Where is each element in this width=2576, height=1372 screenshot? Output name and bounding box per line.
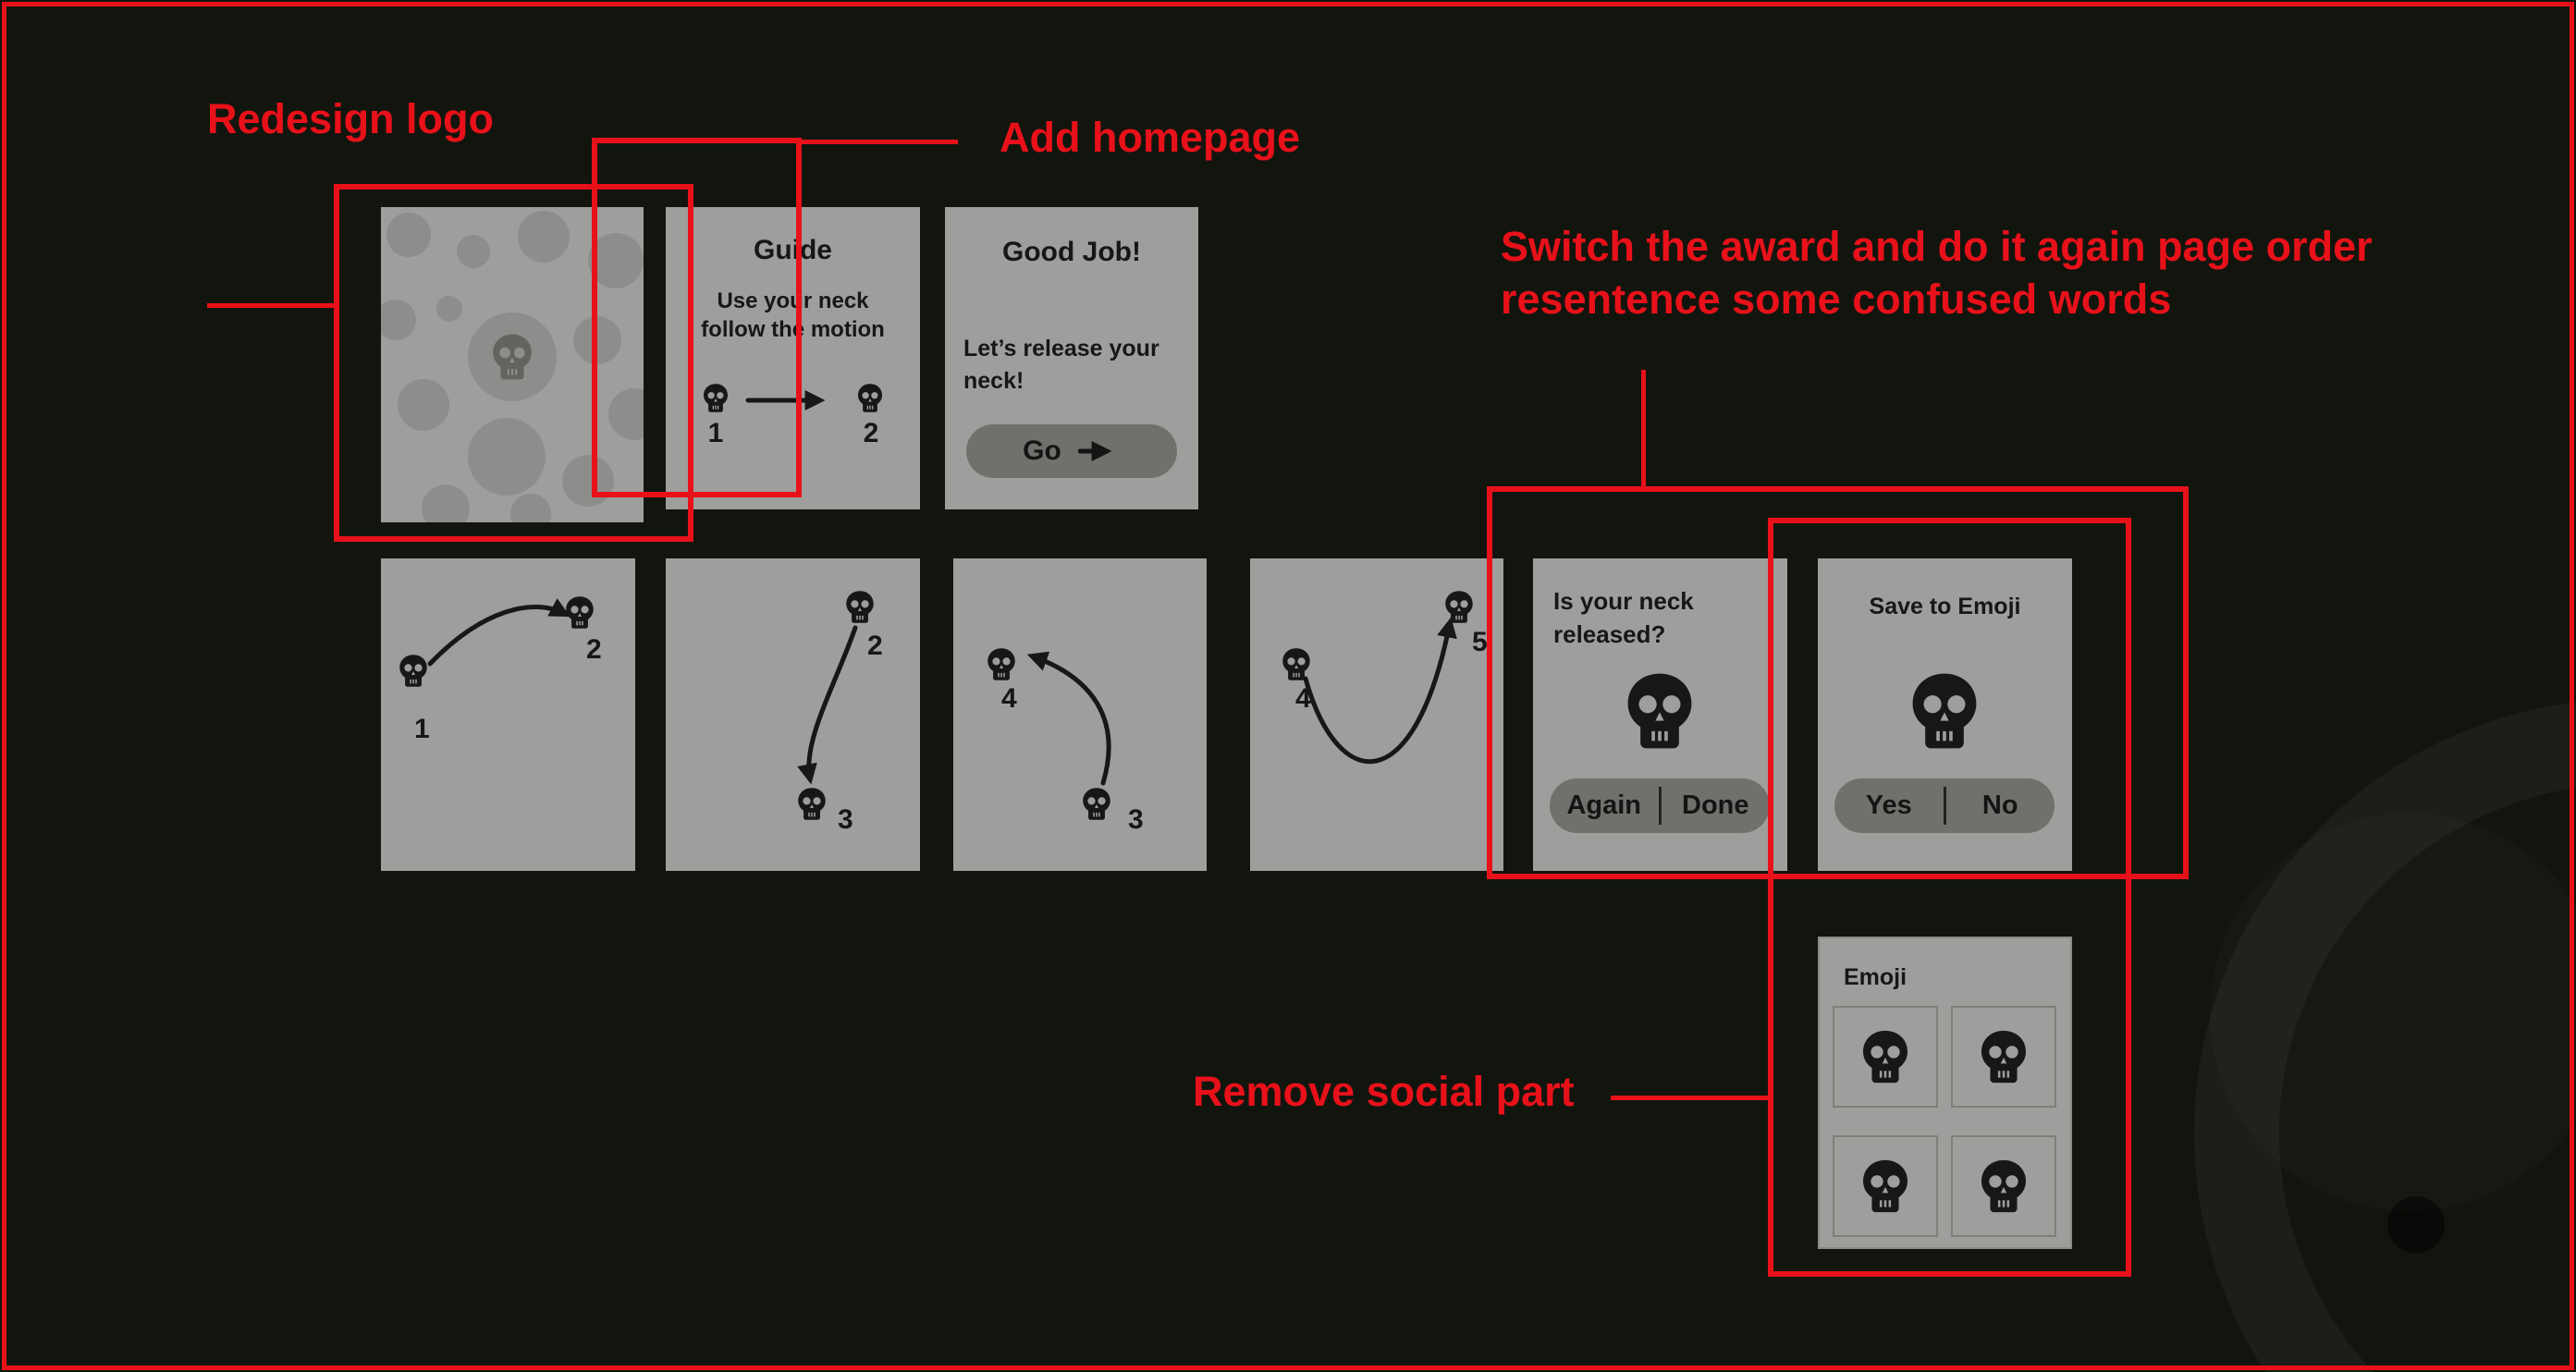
annotation-redesign-logo[interactable]: Redesign logo [207,95,495,142]
annotation-box-save-emoji[interactable] [1768,518,2131,1277]
annotation-box-award-pages[interactable] [1487,486,2189,879]
yes-no-button: Yes No [1834,778,2055,833]
step-label: 2 [867,631,883,661]
step-label: 5 [1472,627,1488,657]
background-dot-decoration [2387,1196,2445,1254]
step-label: 3 [838,804,853,835]
guide-title: Guide [753,235,832,265]
screen-good-job[interactable]: Good Job! Let’s release your neck! Go [945,207,1198,509]
again-button[interactable]: Again [1566,790,1642,820]
step-label: 1 [414,714,430,744]
good-job-message: Let’s release your neck! [963,336,1159,394]
emoji-grid [1833,1006,2056,1237]
step-label: 4 [1295,683,1311,714]
annotation-switch-award-line1: Switch the award and do it again page or… [1501,223,2373,270]
screen-motion-4[interactable]: 4 5 [1250,558,1503,871]
annotation-box-homepage[interactable] [592,138,802,497]
logo-badge [468,312,557,401]
save-to-emoji-title: Save to Emoji [1869,594,2021,619]
motion-curve-3: 4 3 [987,647,1144,835]
annotation-connector-redesign-logo [207,303,334,308]
skull-icon [1082,787,1111,821]
guide-step-start-label: 1 [707,418,724,448]
go-button-label: Go [1023,435,1061,466]
no-button[interactable]: No [1981,790,2018,820]
guide-step-end-label: 2 [863,418,879,448]
screen-motion-2[interactable]: 2 3 [666,558,920,871]
screen-motion-1[interactable]: 1 2 [381,558,635,871]
motion-curve-4: 4 5 [1282,590,1488,765]
emoji-library-title: Emoji [1844,964,1907,990]
neck-released-title: Is your neck released? [1553,587,1694,648]
motion-curve-2: 2 3 [797,590,883,835]
annotation-connector-switch-award [1641,370,1646,486]
button-divider [1658,787,1662,825]
good-job-title: Good Job! [1002,237,1141,267]
screen-guide[interactable]: Guide Use your neck follow the motion 1 … [666,207,920,509]
emoji-slot[interactable] [1833,1006,1938,1108]
done-button[interactable]: Done [1682,790,1749,820]
screen-motion-3[interactable]: 4 3 [953,558,1207,871]
screen-neck-released[interactable]: Is your neck released? Again Done [1533,558,1787,871]
skull-icon [565,595,595,630]
emoji-slot[interactable] [1951,1006,2056,1108]
right-arrow-icon [745,389,826,411]
emoji-slot[interactable] [1833,1135,1938,1237]
annotation-connector-remove-social [1611,1096,1768,1100]
skull-icon [1282,647,1311,681]
skull-icon [987,647,1016,681]
step-label: 4 [1001,683,1017,714]
motion-curve-1: 1 2 [399,595,602,744]
go-arrow-icon [1077,440,1112,462]
emoji-slot[interactable] [1951,1135,2056,1237]
annotation-box-logo[interactable] [334,184,693,542]
annotation-connector-add-homepage [802,140,958,144]
skull-icon [856,383,884,413]
annotation-add-homepage[interactable]: Add homepage [1000,114,1301,161]
again-done-button: Again Done [1550,778,1770,833]
screen-save-to-emoji[interactable]: Save to Emoji Yes No [1818,558,2072,871]
skull-icon [845,590,875,624]
skull-icon [1444,590,1474,624]
button-divider [1943,787,1946,825]
skull-icon [797,787,827,821]
annotation-remove-social[interactable]: Remove social part [1193,1068,1575,1115]
guide-instructions: Use your neck follow the motion [701,288,885,342]
skull-icon [399,654,428,688]
annotation-switch-award[interactable]: Switch the award and do it again page or… [1501,220,2373,325]
go-button[interactable]: Go [966,424,1177,478]
step-label: 3 [1128,804,1144,835]
yes-button[interactable]: Yes [1865,790,1912,820]
screen-emoji-library[interactable]: Emoji [1818,937,2072,1249]
annotation-switch-award-line2: resentence some confused words [1501,276,2172,323]
step-label: 2 [586,634,602,665]
screen-logo-splash[interactable] [381,207,644,522]
